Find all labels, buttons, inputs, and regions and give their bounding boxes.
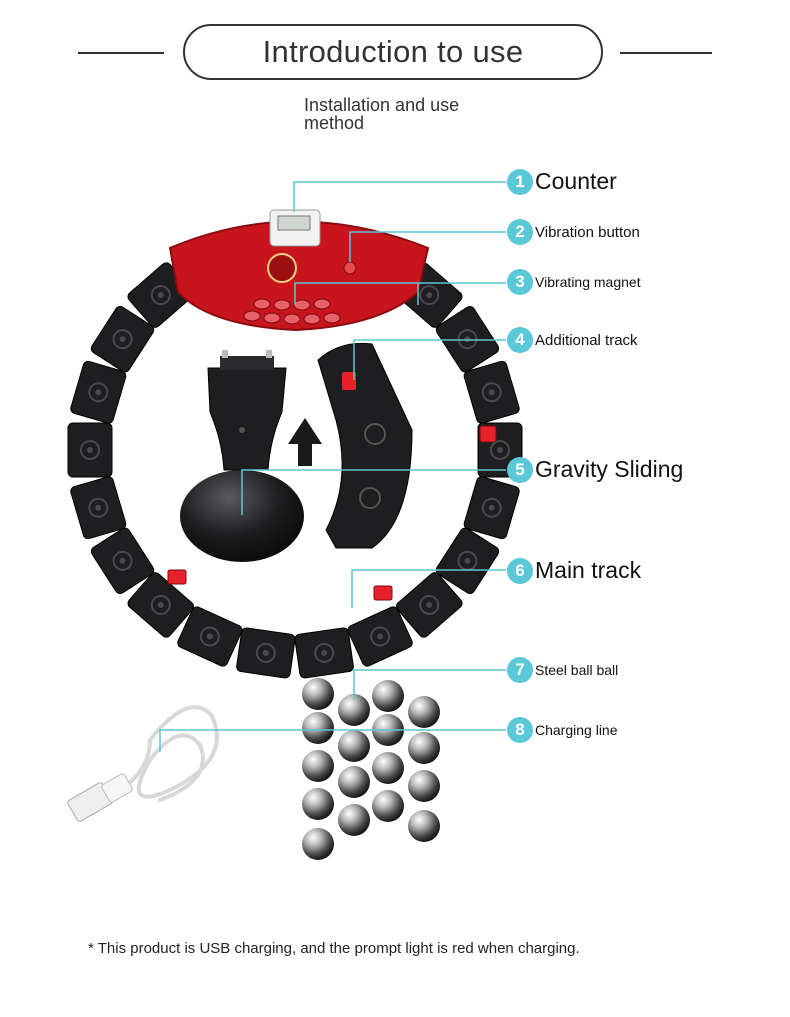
callout-gravity-sliding: 5 Gravity Sliding (507, 456, 683, 483)
steel-ball (372, 790, 404, 822)
track-link (435, 527, 500, 595)
page-title: Introduction to use (183, 24, 603, 80)
track-link (67, 422, 113, 478)
callout-label: Steel ball ball (535, 662, 619, 678)
callout-additional-track: 4 Additional track (507, 327, 638, 353)
vibrating-magnet-holes (243, 298, 341, 325)
usb-charging-cable (118, 705, 219, 802)
track-link (347, 606, 413, 667)
header-rule-left (78, 52, 164, 54)
track-link (294, 627, 354, 679)
steel-ball (408, 810, 440, 842)
counter-housing (168, 209, 430, 332)
callout-number: 6 (507, 557, 533, 584)
steel-ball (408, 732, 440, 764)
track-link (395, 572, 463, 638)
track-link (435, 305, 500, 373)
steel-ball (408, 770, 440, 802)
callout-number: 8 (507, 717, 533, 743)
track-link (127, 572, 195, 638)
callout-vibrating-magnet: 3 Vibrating magnet (507, 269, 641, 295)
track-link (90, 305, 155, 373)
track-link (70, 360, 127, 424)
callout-label: Main track (535, 557, 642, 583)
callout-steel-ball: 7 Steel ball ball (507, 657, 618, 683)
track-link (90, 527, 155, 595)
track-link (463, 360, 520, 424)
callout-number: 3 (507, 269, 533, 295)
usb-plug (67, 773, 133, 822)
header-rule-right (620, 52, 712, 54)
callout-label: Gravity Sliding (535, 456, 684, 482)
steel-ball (338, 730, 370, 762)
callout-number: 5 (507, 456, 533, 483)
callout-number: 4 (507, 327, 533, 353)
track-link (70, 476, 127, 540)
callout-main-track: 6 Main track (507, 557, 641, 584)
callout-charging-line: 8 Charging line (507, 717, 618, 743)
track-link (236, 627, 296, 679)
callout-number: 2 (507, 219, 533, 245)
arrow-up-icon (288, 418, 322, 466)
callout-number: 7 (507, 657, 533, 683)
steel-ball (408, 696, 440, 728)
callout-label: Additional track (535, 331, 638, 349)
steel-ball (302, 788, 334, 820)
gravity-weight (180, 350, 304, 562)
track-link (463, 476, 520, 540)
steel-ball (372, 680, 404, 712)
callout-label: Vibrating magnet (535, 274, 641, 290)
additional-track-segment (317, 342, 413, 549)
steel-ball (302, 678, 334, 710)
steel-ball (302, 828, 334, 860)
page-subtitle: Installation and use method (304, 95, 460, 133)
callout-counter: 1 Counter (507, 168, 617, 195)
steel-ball (338, 804, 370, 836)
steel-ball (302, 712, 334, 744)
steel-ball (302, 750, 334, 782)
callout-label: Charging line (535, 722, 618, 738)
steel-balls (302, 678, 440, 860)
steel-ball (372, 752, 404, 784)
steel-ball (338, 766, 370, 798)
callout-vibration-button: 2 Vibration button (507, 219, 640, 245)
track-link (177, 606, 243, 667)
callout-number: 1 (507, 168, 533, 195)
vibration-button-icon (343, 261, 357, 275)
leader-lines (159, 181, 506, 752)
lock-tabs (167, 425, 497, 601)
callout-label: Vibration button (535, 223, 640, 241)
hoop-ring (67, 262, 523, 679)
footnote: * This product is USB charging, and the … (88, 940, 580, 957)
steel-ball (338, 694, 370, 726)
callout-label: Counter (535, 168, 617, 194)
